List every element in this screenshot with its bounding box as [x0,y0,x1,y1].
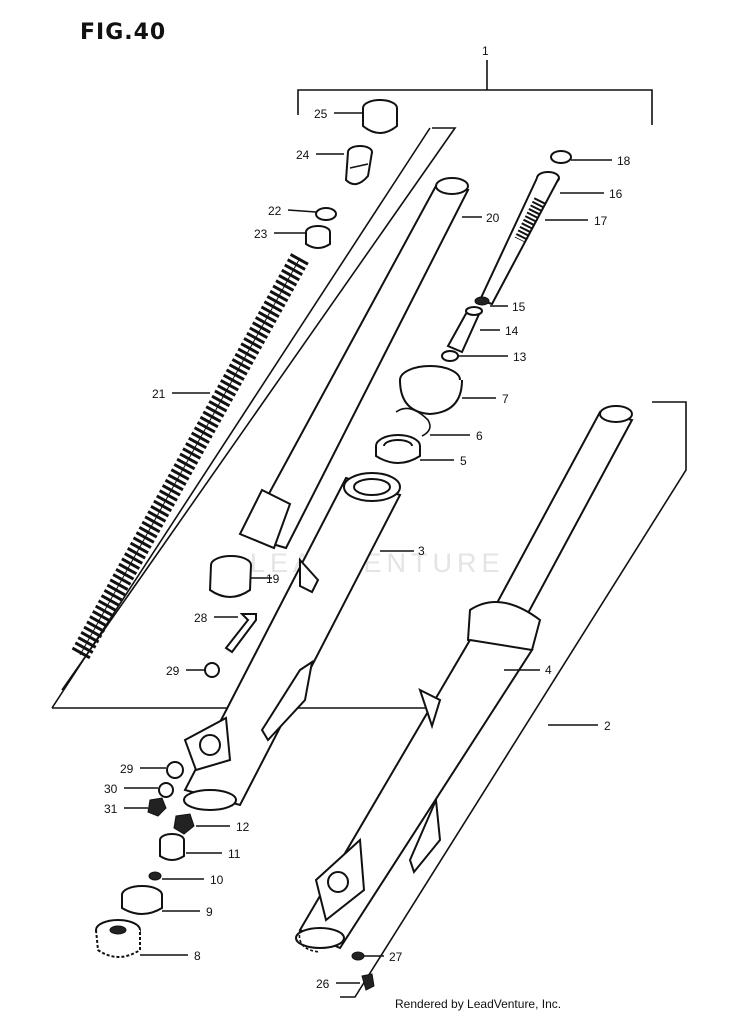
assembly-bracket-2 [340,401,687,998]
callout-1: 1 [482,44,489,58]
callout-20: 20 [486,211,500,225]
cap-nut [95,919,141,958]
callout-14: 14 [505,324,519,338]
credit-line: Rendered by LeadVenture, Inc. [395,997,562,1011]
bolt-part [224,613,257,654]
callout-9: 9 [206,905,213,919]
screw-26 [361,973,375,991]
callout-15: 15 [512,300,526,314]
washer-27 [351,951,365,961]
callout-24: 24 [296,148,310,162]
callout-12: 12 [236,820,250,834]
callout-27: 27 [389,950,403,964]
small-o-ring [148,871,162,881]
washer-small [158,782,174,798]
seal-ring [121,885,163,915]
cap-part [362,99,398,134]
figure-title: FIG.40 [80,20,167,45]
adjuster-part [159,833,185,861]
washer-upper [204,662,220,678]
callout-26: 26 [316,977,330,991]
nut-part [147,797,167,817]
callout-2: 2 [604,719,611,733]
callout-31: 31 [104,802,118,816]
callout-28: 28 [194,611,208,625]
leader-lines [124,112,612,984]
dust-seal [399,365,463,416]
callout-22: 22 [268,204,282,218]
callout-labels: 1 2 3 4 5 6 7 8 9 10 11 12 13 14 15 16 1… [104,44,631,991]
nut-12 [173,813,195,835]
rod-o-ring [474,296,490,306]
callout-19: 19 [266,572,280,586]
assembly-bracket-1 [297,60,653,125]
watermark: LEADVENTURE [250,548,505,578]
callout-17: 17 [594,214,608,228]
callout-16: 16 [609,187,623,201]
callout-30: 30 [104,782,118,796]
outer-tube-left [183,472,402,811]
callout-5: 5 [460,454,467,468]
stopper-ring [395,407,431,437]
callout-4: 4 [545,663,552,677]
callout-29-lower: 29 [120,762,134,776]
washer-lower [166,761,184,779]
bushing-part [208,555,252,598]
damper-rod [478,171,560,306]
callout-21: 21 [152,387,166,401]
callout-25: 25 [314,107,328,121]
callout-29-upper: 29 [166,664,180,678]
rod-nut [550,150,572,164]
oil-seal [375,434,421,464]
ring-13 [441,350,459,362]
callout-6: 6 [476,429,483,443]
callout-8: 8 [194,949,201,963]
spacer-part [305,225,331,249]
callout-18: 18 [617,154,631,168]
callout-10: 10 [210,873,224,887]
fork-spring [71,253,309,660]
callout-23: 23 [254,227,268,241]
callout-7: 7 [502,392,509,406]
piston-piece [446,306,483,354]
callout-3: 3 [418,544,425,558]
callout-11: 11 [228,847,241,861]
valve-bolt-part [344,145,373,186]
right-fork-assembly [295,405,634,953]
inner-tube [238,177,470,550]
callout-13: 13 [513,350,527,364]
o-ring-part [315,207,337,221]
